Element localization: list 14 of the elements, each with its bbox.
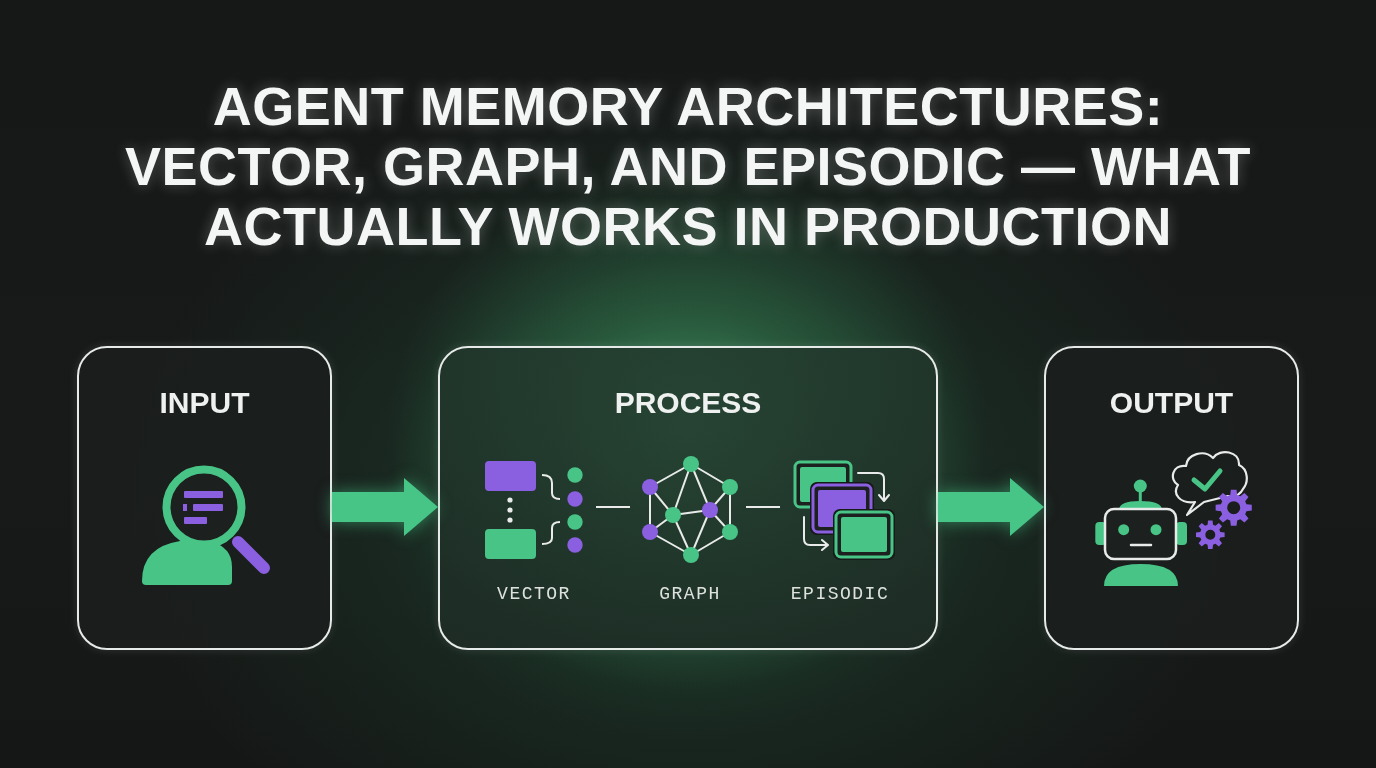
arrow [332,478,438,536]
arrow [938,478,1044,536]
stage-heading: OUTPUT [1108,385,1235,421]
memory-type-label: GRAPH [658,583,722,605]
connector-line [745,506,781,508]
connector-line [595,506,631,508]
memory-type-label: EPISODIC [789,583,891,605]
stage-heading: INPUT [158,385,251,421]
stage-panel [438,346,938,650]
stage-panel [1044,346,1299,650]
diagram-title: AGENT MEMORY ARCHITECTURES: VECTOR, GRAPH, AND EPISODIC — WHAT ACTUALLY WORKS IN PRODUCTION [123,76,1253,256]
memory-type-label: VECTOR [496,583,572,605]
stage-heading: PROCESS [613,385,763,421]
stage-panel [77,346,332,650]
